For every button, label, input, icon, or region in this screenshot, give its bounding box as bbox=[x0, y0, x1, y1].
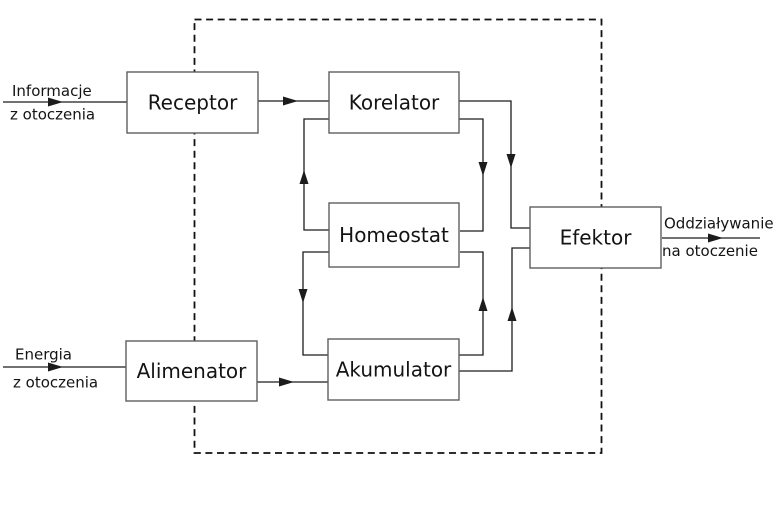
korelator-box bbox=[328, 71, 460, 134]
energy-input-label-line1: Energia bbox=[15, 346, 72, 364]
homeostat-box bbox=[328, 202, 460, 268]
alimenator-label: Alimenator bbox=[137, 359, 248, 383]
akumulator-label: Akumulator bbox=[336, 358, 452, 382]
arrow-homeostat-to-akumulator bbox=[298, 289, 308, 303]
receptor-label: Receptor bbox=[148, 91, 238, 115]
block-boxes bbox=[125, 71, 662, 402]
output-label-line2: na otoczenie bbox=[662, 242, 758, 260]
arrow-homeostat-to-korelator bbox=[299, 170, 309, 184]
arrow-information-input bbox=[48, 97, 63, 107]
system-boundary-dashed-rect bbox=[193, 18, 603, 454]
information-input-label-line2: z otoczenia bbox=[10, 106, 95, 124]
energy-input-label-line2: z otoczenia bbox=[13, 374, 98, 392]
line-homeostat-to-akumulator bbox=[302, 251, 329, 356]
box-labels: Receptor Korelator Homeostat Efektor Ali… bbox=[137, 91, 633, 384]
arrow-energy-input bbox=[48, 362, 63, 372]
efektor-label: Efektor bbox=[560, 226, 633, 250]
arrow-korelator-to-efektor bbox=[506, 154, 516, 168]
line-homeostat-to-korelator bbox=[303, 118, 329, 231]
akumulator-box bbox=[327, 338, 460, 401]
arrow-akumulator-to-efektor bbox=[507, 307, 517, 321]
homeostat-label: Homeostat bbox=[339, 223, 449, 247]
output-label-line1: Oddziaływanie bbox=[664, 215, 774, 233]
line-korelator-to-efektor bbox=[459, 100, 530, 229]
arrow-alimenator-to-akumulator bbox=[279, 377, 294, 387]
arrow-receptor-to-korelator bbox=[283, 96, 298, 106]
line-akumulator-to-homeostat bbox=[459, 251, 484, 356]
alimenator-box bbox=[125, 340, 258, 402]
arrow-output bbox=[708, 233, 723, 243]
information-input-label-line1: Informacje bbox=[12, 82, 92, 100]
line-korelator-to-homeostat bbox=[459, 118, 484, 232]
line-akumulator-to-efektor bbox=[459, 247, 530, 372]
arrowheads bbox=[48, 96, 723, 387]
korelator-label: Korelator bbox=[349, 91, 440, 115]
external-labels: Informacje z otoczenia Energia z otoczen… bbox=[10, 82, 774, 392]
arrow-korelator-to-homeostat bbox=[478, 162, 488, 176]
receptor-box bbox=[126, 71, 259, 134]
efektor-box bbox=[529, 206, 662, 269]
arrow-akumulator-to-homeostat bbox=[478, 297, 488, 311]
